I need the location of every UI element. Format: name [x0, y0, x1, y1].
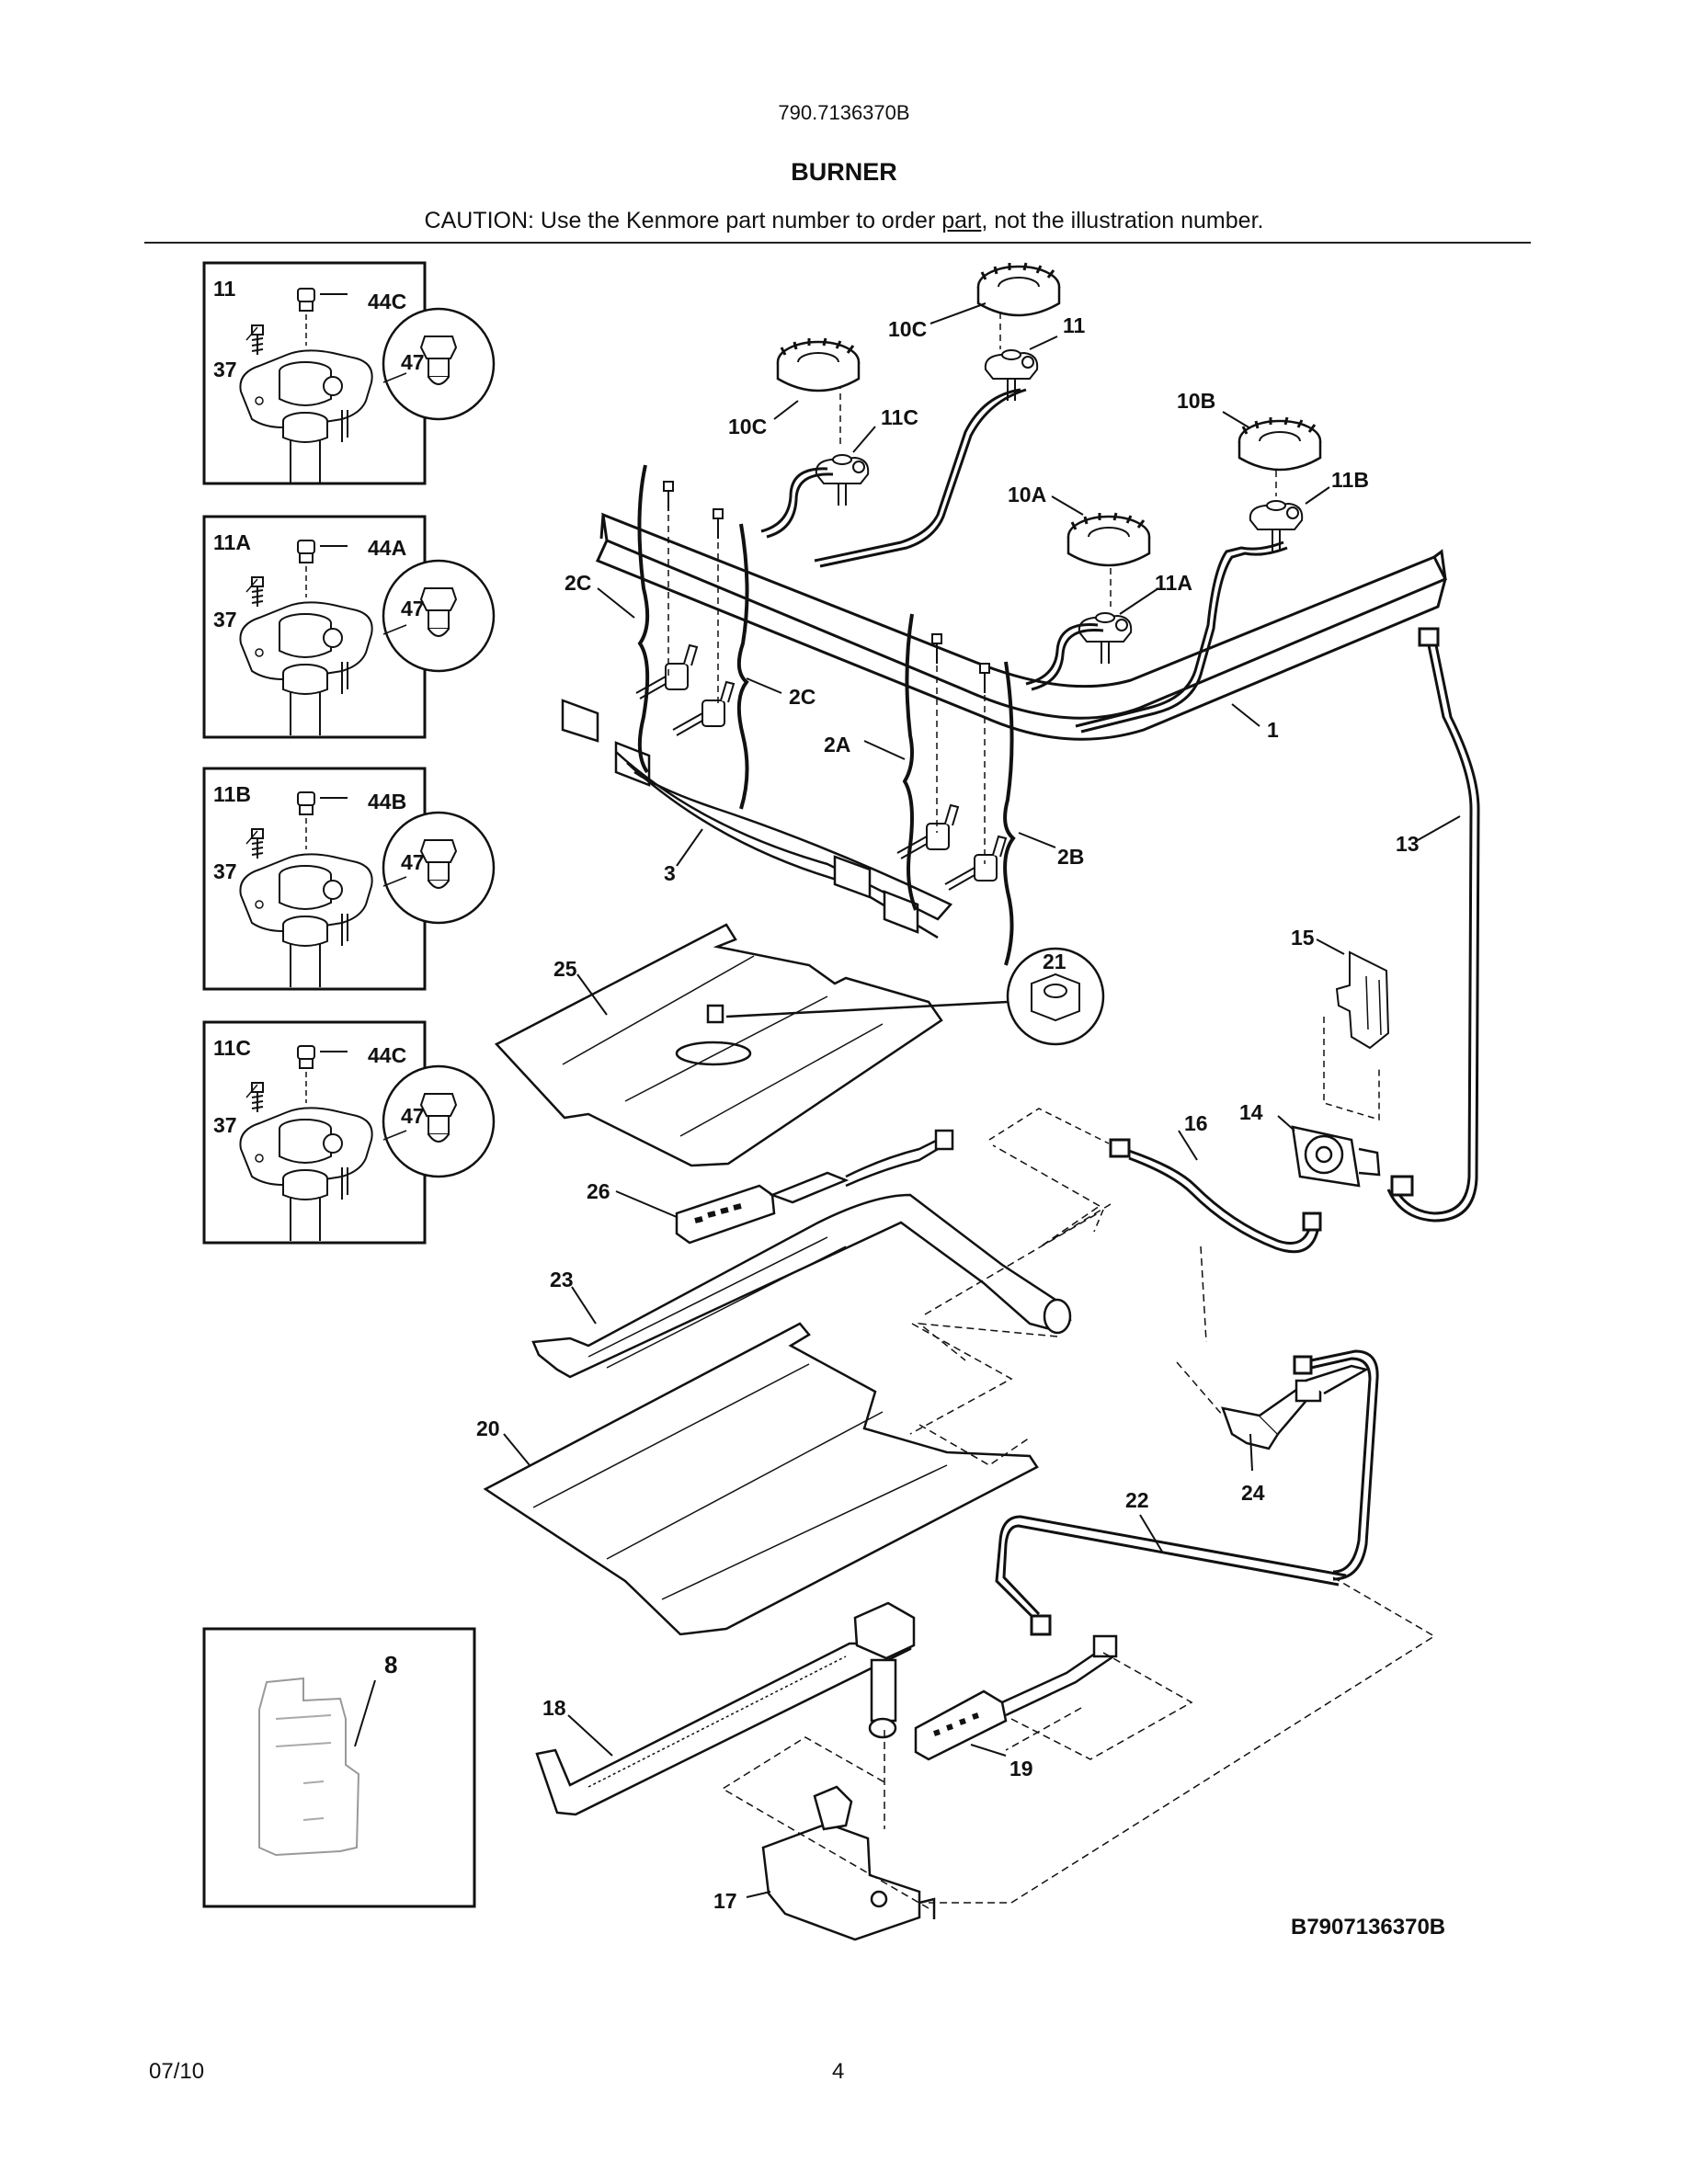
part-heat-shield-25: [494, 923, 943, 1167]
callout-2c-right: 2C: [789, 685, 815, 709]
callout-14: 14: [1239, 1100, 1263, 1124]
callout-11-top: 11: [1063, 313, 1086, 337]
inset-label-burner: 11C: [213, 1036, 251, 1060]
inset-label-burner: 11A: [213, 530, 251, 554]
inset-label-spark: 47: [401, 850, 425, 874]
inset-label-spark: 47: [401, 597, 425, 620]
callout-10b: 10B: [1177, 389, 1215, 413]
part-burner-cap-10c-left: [776, 336, 861, 392]
callout-13: 13: [1396, 832, 1420, 856]
inset-label-screw: 37: [213, 608, 237, 631]
part-burner-base-11: [984, 349, 1039, 402]
callout-2b: 2B: [1057, 845, 1084, 869]
inset-burner-11a: 11A 37 44A 47: [202, 515, 496, 739]
inset-label-screw: 37: [213, 1113, 237, 1137]
inset-label-screw: 37: [213, 358, 237, 381]
callout-3: 3: [664, 861, 676, 885]
part-rail-assembly: [561, 699, 953, 939]
dashed-box-16: [988, 1108, 1110, 1233]
callout-10c-left: 10C: [728, 415, 767, 438]
part-broil-burner-23: [531, 1193, 1072, 1379]
part-supply-line-13: [1386, 627, 1480, 1223]
callout-labels: 10C 11 10C 11C 10B 11B 10A 11A 2C 2C 2A …: [476, 313, 1420, 1913]
callout-leaders: [503, 302, 1461, 1898]
callout-11c: 11C: [881, 405, 918, 429]
part-orifice-holder-24: [1221, 1364, 1370, 1450]
callout-17: 17: [713, 1889, 737, 1913]
inset-label-orifice: 44C: [368, 290, 406, 313]
part-igniter-26: [675, 1129, 954, 1245]
inset-burner-11: 11 37 44C 47: [202, 261, 496, 485]
callout-23: 23: [550, 1268, 574, 1291]
part-burner-cap-10b: [1237, 415, 1322, 472]
part-valve-2b: [944, 836, 1007, 891]
part-tube-22: [995, 1515, 1347, 1636]
inset-label-screw: 37: [213, 859, 237, 883]
inset-label-orifice: 44B: [368, 790, 406, 813]
inset-bracket-8: 8: [202, 1627, 476, 1908]
inset-label-bracket: 8: [384, 1651, 397, 1678]
callout-25: 25: [553, 957, 577, 981]
callout-1: 1: [1267, 718, 1279, 742]
part-regulator-14: [1291, 1125, 1381, 1188]
callout-10a: 10A: [1008, 483, 1046, 506]
part-burner-base-11a: [1078, 612, 1133, 665]
caution-text-end: , not the illustration number.: [981, 208, 1264, 233]
part-burner-base-11c: [815, 454, 870, 506]
callout-22: 22: [1125, 1488, 1149, 1512]
part-burner-cap-10a: [1066, 511, 1151, 567]
callout-19: 19: [1009, 1757, 1033, 1780]
callout-18: 18: [542, 1696, 566, 1720]
caution-part-word: part: [941, 208, 982, 233]
callout-20: 20: [476, 1416, 500, 1440]
footer-page-number: 4: [832, 2059, 845, 2084]
part-burner-cap-10c-top: [976, 261, 1061, 317]
callout-15: 15: [1291, 926, 1315, 950]
part-bake-burner-18: [535, 1601, 916, 1816]
callout-11b: 11B: [1331, 468, 1369, 492]
model-number: 790.7136370B: [778, 101, 910, 124]
inset-label-orifice: 44A: [368, 536, 406, 560]
inset-label-spark: 47: [401, 1104, 425, 1128]
page-title: BURNER: [791, 158, 897, 186]
callout-2a: 2A: [824, 733, 850, 756]
callout-11a: 11A: [1155, 571, 1192, 595]
header-rule: [144, 242, 1531, 244]
callout-24: 24: [1241, 1481, 1265, 1505]
callout-2c-left: 2C: [565, 571, 591, 595]
inset-label-burner: 11: [213, 277, 236, 301]
footer-date: 07/10: [149, 2059, 205, 2084]
part-deflector-20: [483, 1322, 1039, 1636]
valve-group-braces: [637, 464, 1016, 966]
caution-note: CAUTION: Use the Kenmore part number to …: [0, 208, 1688, 234]
rail-screws: [663, 481, 990, 693]
part-valve-2a: [896, 804, 959, 859]
burner-supply-tubes: [760, 388, 1288, 734]
part-pipe-24-line: [1293, 1349, 1379, 1581]
part-nut-21: [725, 947, 1105, 1046]
diagram-code: B7907136370B: [1291, 1915, 1445, 1939]
part-bracket-15: [1335, 950, 1390, 1050]
inset-label-orifice: 44C: [368, 1043, 406, 1067]
dashed-routing-lines: [721, 1144, 1436, 1909]
callout-26: 26: [587, 1179, 610, 1203]
dashed-box-15: [1323, 1017, 1380, 1121]
inset-label-burner: 11B: [213, 782, 251, 806]
caution-text: CAUTION: Use the Kenmore part number to …: [424, 208, 942, 233]
inset-burner-11b: 11B 37 44B 47: [202, 767, 496, 991]
part-igniter-19: [914, 1634, 1118, 1761]
part-valve-17: [761, 1785, 936, 1941]
callout-16: 16: [1184, 1111, 1208, 1135]
callout-10c-top: 10C: [888, 317, 927, 341]
inset-label-spark: 47: [401, 350, 425, 374]
part-pipe-16: [1109, 1138, 1322, 1254]
inset-burner-11c: 11C 37 44C 47: [202, 1020, 496, 1245]
callout-21: 21: [1043, 950, 1066, 973]
